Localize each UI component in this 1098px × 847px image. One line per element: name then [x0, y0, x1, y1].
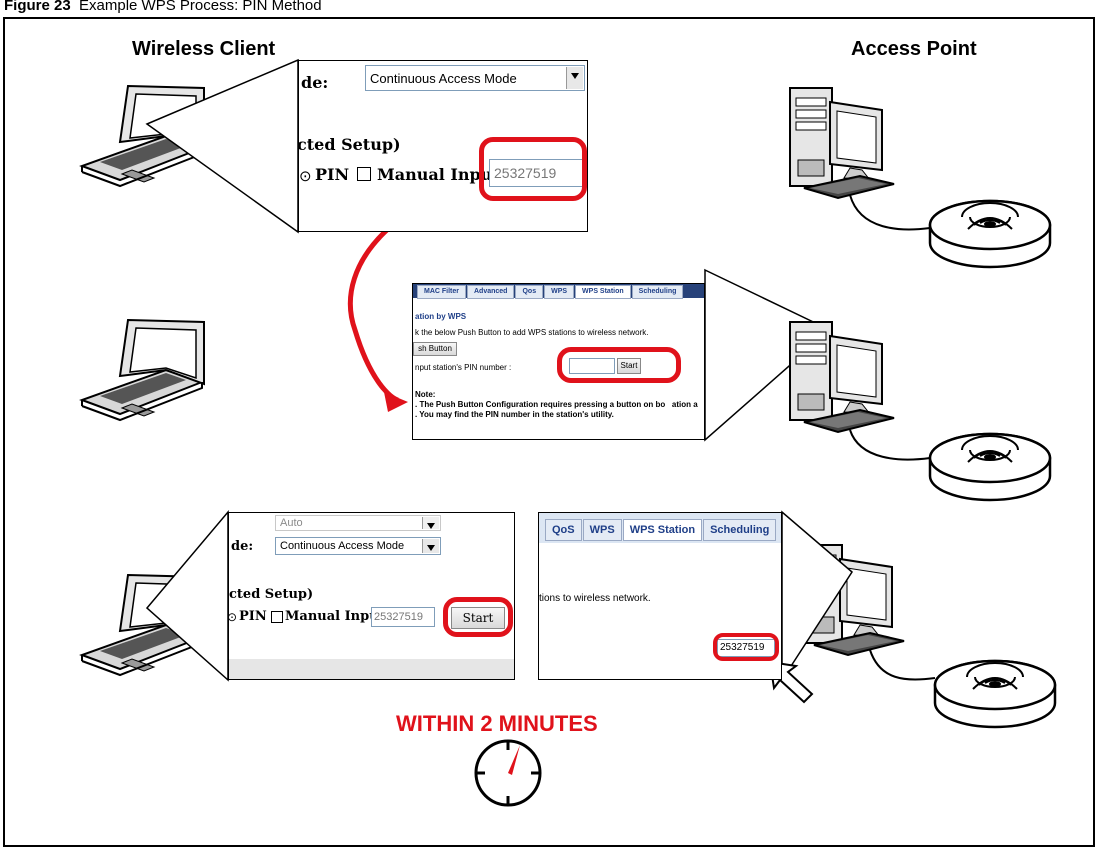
tab-scheduling[interactable]: Scheduling: [703, 519, 777, 541]
setup-section-label: cted Setup): [298, 135, 401, 154]
wireless-client-header: Wireless Client: [132, 38, 276, 60]
chevron-down-icon: [422, 539, 439, 553]
wps-station-heading: ation by WPS: [415, 312, 467, 321]
chevron-down-icon: [422, 517, 439, 529]
push-instruction: tions to wireless network.: [539, 593, 651, 604]
auto-select-value: Auto: [280, 517, 303, 529]
auto-select[interactable]: Auto: [275, 515, 441, 531]
station-pin-input[interactable]: 25327519: [717, 639, 775, 657]
pin-number-label: nput station's PIN number :: [415, 363, 512, 372]
note-line-1-tail: ation a: [671, 400, 698, 409]
tab-mac-filter[interactable]: MAC Filter: [417, 285, 466, 299]
mode-label: de:: [231, 539, 254, 554]
manual-input-checkbox[interactable]: [357, 167, 371, 181]
pc-icon-1: [789, 87, 895, 199]
tab-qos[interactable]: Qos: [515, 285, 544, 299]
client-config-panel-2: Auto de: Continuous Access Mode cted Set…: [228, 512, 515, 680]
setup-section-label: cted Setup): [229, 587, 314, 602]
pin-label: PIN: [315, 165, 350, 184]
push-button[interactable]: sh Button: [413, 342, 457, 356]
mode-select[interactable]: Continuous Access Mode: [275, 537, 441, 555]
start-button[interactable]: Start: [617, 358, 641, 374]
mode-select[interactable]: Continuous Access Mode: [365, 65, 585, 91]
tab-wps-station[interactable]: WPS Station: [622, 519, 703, 541]
zoom-wedge-3a: [145, 509, 229, 682]
tab-qos[interactable]: QoS: [545, 519, 582, 541]
access-point-header: Access Point: [851, 38, 977, 60]
figure-number: Figure 23: [4, 0, 71, 14]
stopwatch-icon: [474, 739, 542, 807]
router-icon-2: [928, 432, 1052, 502]
pin-radio[interactable]: ⊙: [299, 168, 312, 185]
note-line-1-text: . The Push Button Configuration requires…: [415, 400, 666, 409]
mode-label: de:: [301, 73, 329, 92]
router-icon-1: [928, 199, 1052, 269]
manual-input-checkbox[interactable]: [271, 611, 283, 623]
manual-input-label: Manual Input: [285, 609, 385, 624]
note-title: Note:: [415, 390, 436, 399]
timer-label: WITHIN 2 MINUTES: [396, 711, 598, 736]
figure-title: Example WPS Process: PIN Method: [79, 0, 322, 14]
ap-wps-panel: MAC Filter Advanced Qos WPS WPS Station …: [412, 283, 705, 440]
mode-select-value: Continuous Access Mode: [370, 71, 517, 86]
tab-advanced[interactable]: Advanced: [467, 285, 515, 299]
tab-wps[interactable]: WPS: [582, 519, 622, 541]
pin-radio[interactable]: ⊙: [228, 610, 238, 624]
ap-tabs: QoS WPS WPS Station Scheduling: [545, 519, 777, 541]
pin-highlight: [479, 137, 587, 201]
push-instruction: k the below Push Button to add WPS stati…: [415, 328, 649, 337]
note-line-1: . The Push Button Configuration requires…: [415, 400, 698, 409]
start-button[interactable]: Start: [451, 607, 505, 629]
laptop-icon-2: [81, 319, 205, 421]
manual-input-label: Manual Inpu: [377, 165, 493, 184]
tab-wps[interactable]: WPS: [544, 285, 575, 299]
router-icon-3: [933, 659, 1057, 729]
start-highlight: [443, 597, 513, 637]
chevron-down-icon: [566, 67, 583, 89]
pin-highlight: [713, 633, 779, 661]
pc-icon-2: [789, 321, 895, 433]
pin-label: PIN: [239, 609, 267, 624]
figure-caption: Figure 23 Example WPS Process: PIN Metho…: [4, 0, 322, 14]
pin-input[interactable]: 25327519: [371, 607, 435, 627]
station-pin-input[interactable]: [569, 358, 615, 374]
zoom-wedge-2: [704, 268, 832, 442]
ap-config-panel-2: QoS WPS WPS Station Scheduling tions to …: [538, 512, 782, 680]
zoom-wedge-3b: [781, 510, 853, 683]
diagram-artwork: [81, 58, 1057, 807]
start-highlight: [557, 347, 681, 383]
note-line-2: . You may find the PIN number in the sta…: [415, 410, 614, 419]
client-config-panel-1: de: Continuous Access Mode cted Setup) ⊙…: [298, 60, 588, 232]
mode-select-value: Continuous Access Mode: [280, 540, 405, 552]
tab-wps-station[interactable]: WPS Station: [575, 285, 631, 299]
pin-input[interactable]: 25327519: [489, 159, 585, 187]
tab-scheduling[interactable]: Scheduling: [631, 285, 684, 299]
ap-tabs: MAC Filter Advanced Qos WPS WPS Station …: [417, 285, 684, 299]
